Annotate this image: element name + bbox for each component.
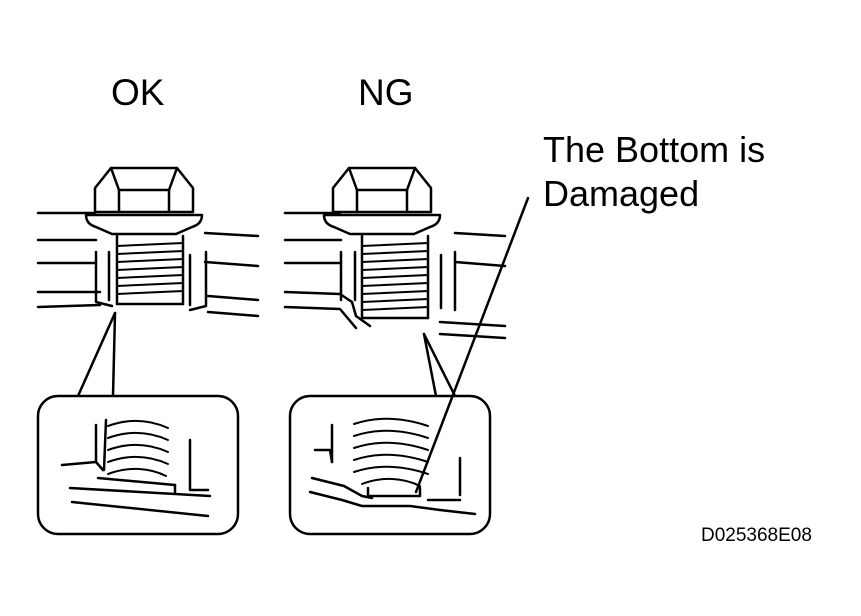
callout-line-1: The Bottom is <box>543 129 766 170</box>
ok-component-plates <box>36 211 260 318</box>
ng-bolt-assembly <box>283 166 507 536</box>
ok-bolt <box>84 166 204 306</box>
ng-magnifier-leader <box>422 332 457 398</box>
ng-detail-view <box>288 394 492 536</box>
ng-label: NG <box>358 72 414 113</box>
ok-label: OK <box>111 72 165 113</box>
damage-callout: The Bottom is Damaged <box>543 128 765 216</box>
callout-line-2: Damaged <box>543 173 700 214</box>
figure-code: D025368E08 <box>701 525 812 546</box>
ng-component-plates <box>283 211 507 340</box>
ok-magnifier-leader <box>76 311 117 398</box>
ok-bolt-assembly <box>36 166 260 536</box>
ok-detail-view <box>36 394 240 536</box>
damage-callout-leader <box>414 196 530 494</box>
ng-bolt <box>322 166 442 320</box>
